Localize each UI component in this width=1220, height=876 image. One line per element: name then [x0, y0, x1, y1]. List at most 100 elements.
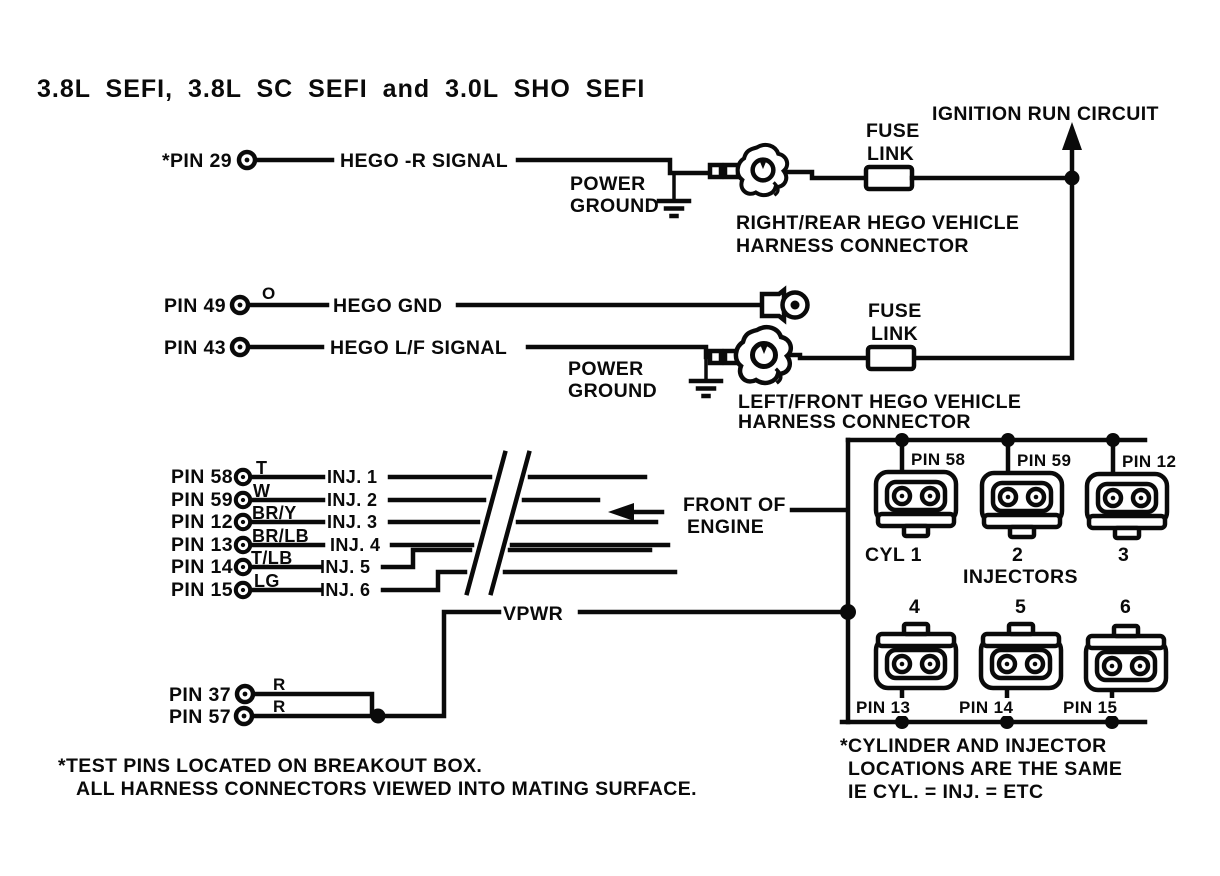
vpwr-circuit: VPWR PIN 37 PIN 57 R R — [169, 603, 856, 728]
injector-wire-label: INJ. 3 — [327, 512, 377, 532]
cylinder-label: CYL 1 — [865, 544, 922, 566]
pin-label: PIN 58 — [171, 466, 233, 488]
ground-icon — [656, 198, 692, 219]
ignition-run-circuit-label: IGNITION RUN CIRCUIT — [932, 103, 1159, 125]
left-arrow-icon — [608, 503, 634, 521]
rear-hego-circuit: *PIN 29 HEGO -R SIGNAL POWER GROUND FUSE… — [162, 103, 1159, 361]
fuse-link-label: LINK — [871, 323, 918, 345]
hego-connector-icon — [736, 327, 791, 383]
junction-dot — [1001, 433, 1015, 447]
fuse-link-icon — [863, 164, 915, 192]
injector-connector-icon — [982, 473, 1062, 537]
power-ground-label: GROUND — [570, 195, 659, 217]
cylinder-label: 4 — [909, 596, 920, 618]
junction-dot — [1105, 715, 1119, 729]
connector-pin-label: PIN 12 — [1122, 452, 1176, 471]
injector-wire-label: INJ. 5 — [320, 557, 370, 577]
pin-label: *PIN 29 — [162, 150, 232, 172]
pin-label: PIN 15 — [171, 579, 233, 601]
injector-wire-label: INJ. 4 — [330, 535, 380, 555]
wire-color-label: BR/Y — [252, 503, 297, 523]
junction-dot — [895, 433, 909, 447]
connector-pin-label: PIN 59 — [1017, 451, 1071, 470]
connector-name-label: HARNESS CONNECTOR — [738, 411, 971, 433]
pin-label: PIN 43 — [164, 337, 226, 359]
front-of-engine-label: FRONT OF — [683, 494, 786, 516]
wire-segment — [783, 169, 869, 181]
junction-dot — [1064, 170, 1080, 186]
footnotes: *TEST PINS LOCATED ON BREAKOUT BOX. ALL … — [58, 735, 1122, 803]
pin-label: PIN 49 — [164, 295, 226, 317]
injector-connector-icon — [1086, 626, 1166, 690]
vpwr-label: VPWR — [503, 603, 563, 625]
injector-connector-icon — [1087, 474, 1167, 538]
fuse-link-label: LINK — [867, 143, 914, 165]
wire-segment — [525, 344, 713, 360]
injector-bank: PIN 58 PIN 59 PIN 12 CYL 1 2 3 INJECTORS… — [839, 433, 1185, 729]
junction-dot — [370, 708, 386, 724]
pin-terminal-icon — [232, 339, 248, 355]
wire-color-label: T/LB — [251, 548, 293, 568]
power-ground-label: POWER — [568, 358, 644, 380]
up-arrow-icon — [1062, 122, 1082, 150]
injector-connector-icon — [876, 472, 956, 536]
hego-ground-circuit: PIN 49 O HEGO GND — [164, 284, 810, 325]
fuse-link-label: FUSE — [868, 300, 922, 322]
pin-terminal-icon — [239, 152, 255, 168]
diagram-title: 3.8L SEFI, 3.8L SC SEFI and 3.0L SHO SEF… — [37, 75, 645, 103]
wire-color-label: R — [273, 697, 286, 716]
front-hego-circuit: PIN 43 HEGO L/F SIGNAL POWER GROUND FUSE… — [164, 300, 1021, 433]
connector-name-label: LEFT/FRONT HEGO VEHICLE — [738, 391, 1021, 413]
power-ground-label: GROUND — [568, 380, 657, 402]
junction-dot — [1000, 715, 1014, 729]
connector-name-label: RIGHT/REAR HEGO VEHICLE — [736, 212, 1019, 234]
cylinder-note: LOCATIONS ARE THE SAME — [848, 758, 1122, 780]
pin-label: PIN 14 — [171, 556, 233, 578]
junction-dot — [1106, 433, 1120, 447]
connector-stub — [707, 162, 724, 180]
injectors-group-label: INJECTORS — [963, 566, 1078, 588]
injector-wire-label: INJ. 1 — [327, 467, 377, 487]
signal-label: HEGO L/F SIGNAL — [330, 337, 507, 359]
pin-terminal-icon — [237, 686, 253, 702]
wire-color-label: LG — [254, 571, 280, 591]
fuse-link-icon — [865, 344, 917, 372]
fuse-link-label: FUSE — [866, 120, 920, 142]
pin-label: PIN 13 — [171, 534, 233, 556]
wire-color-label: O — [262, 284, 276, 303]
wire-color-label: T — [256, 458, 267, 478]
harness-break-icon — [488, 450, 532, 596]
front-of-engine-callout: FRONT OF ENGINE — [608, 494, 847, 538]
wire-color-label: W — [253, 481, 270, 501]
wire-segment — [515, 157, 713, 176]
cylinder-label: 2 — [1012, 544, 1023, 566]
wire-segment — [383, 609, 502, 719]
cylinder-label: 5 — [1015, 596, 1026, 618]
connector-stub — [707, 348, 724, 366]
injector-wire-label: INJ. 6 — [320, 580, 370, 600]
junction-dot — [840, 604, 856, 620]
pin-terminal-icon — [236, 470, 250, 484]
test-pins-note: *TEST PINS LOCATED ON BREAKOUT BOX. — [58, 755, 482, 777]
ground-icon — [688, 378, 724, 399]
cylinder-note: *CYLINDER AND INJECTOR — [840, 735, 1107, 757]
wire-color-label: R — [273, 675, 286, 694]
pin-label: PIN 59 — [171, 489, 233, 511]
cylinder-note: IE CYL. = INJ. = ETC — [848, 781, 1043, 803]
connector-pin-label: PIN 13 — [856, 698, 910, 717]
injector-wire-label: INJ. 2 — [327, 490, 377, 510]
pin-terminal-icon — [236, 493, 250, 507]
pin-terminal-icon — [236, 538, 250, 552]
connector-pin-label: PIN 15 — [1063, 698, 1117, 717]
pin-label: PIN 57 — [169, 706, 231, 728]
wire-segment — [911, 182, 1075, 361]
cylinder-label: 6 — [1120, 596, 1131, 618]
connector-pin-label: PIN 14 — [959, 698, 1014, 717]
connector-pin-label: PIN 58 — [911, 450, 965, 469]
pin-terminal-icon — [236, 583, 250, 597]
pin-terminal-icon — [236, 708, 252, 724]
pin-terminal-icon — [236, 515, 250, 529]
power-ground-label: POWER — [570, 173, 646, 195]
